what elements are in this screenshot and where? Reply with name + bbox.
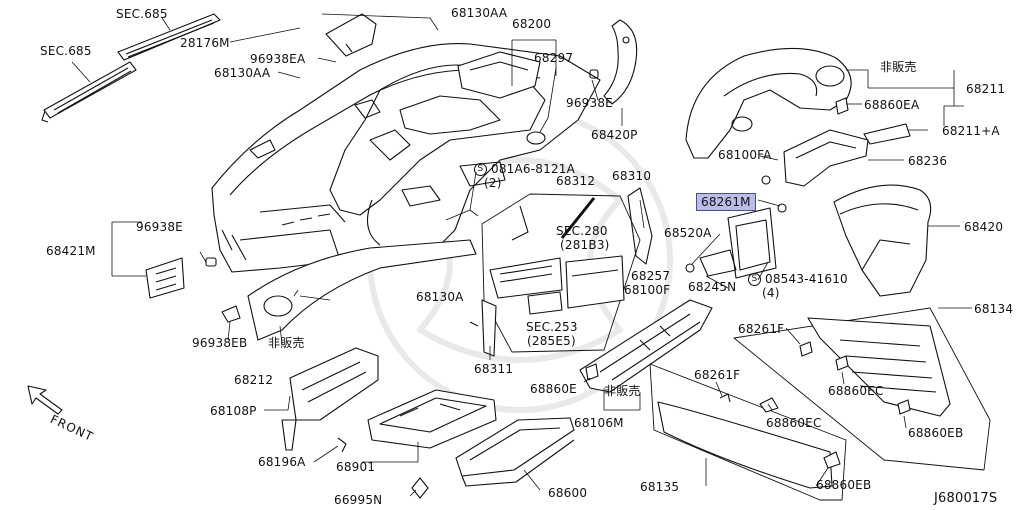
label-sec280-sub: (281B3) (560, 238, 610, 252)
label-96938EB: 96938EB (192, 336, 248, 350)
label-68860EA: 68860EA (864, 98, 920, 112)
cluster-bracket-68236 (761, 129, 869, 187)
label-not-for-sale-2: 非販売 (604, 384, 641, 398)
trim-68200 (457, 51, 541, 99)
label-68312: 68312 (556, 174, 596, 188)
finisher-68261M (685, 203, 787, 279)
label-sec253: SEC.253 (526, 320, 578, 334)
label-68421M: 68421M (46, 244, 96, 258)
label-68211: 68211 (966, 82, 1006, 96)
clip-66995N (411, 477, 429, 499)
label-66995N: 66995N (334, 493, 383, 507)
bracket-68311 (481, 299, 497, 357)
front-arrow-icon (27, 385, 63, 415)
label-68420: 68420 (964, 220, 1004, 234)
label-68297: 68297 (534, 51, 574, 65)
clip-68860EA (835, 97, 849, 115)
leader-lines (71, 13, 972, 497)
label-68901: 68901 (336, 460, 376, 474)
clip-96938E (205, 257, 217, 267)
label-68236: 68236 (908, 154, 948, 168)
clip-96938EB (221, 305, 241, 323)
glovebox-frame-68901 (367, 389, 497, 449)
label-68310: 68310 (612, 169, 652, 183)
trim-68211A (863, 123, 911, 145)
label-081A6-qty: (2) (484, 176, 502, 190)
label-96938E-left: 96938E (136, 220, 183, 234)
label-68311: 68311 (474, 362, 514, 376)
label-68420P: 68420P (591, 128, 638, 142)
label-68261F-low: 68261F (694, 368, 741, 382)
label-68860EB-low: 68860EB (816, 478, 872, 492)
label-96938EA: 96938EA (250, 52, 306, 66)
label-68134: 68134 (974, 302, 1014, 316)
console-bracket-68106M (579, 299, 713, 393)
label-68196A: 68196A (258, 455, 306, 469)
label-68106M: 68106M (574, 416, 624, 430)
bracket-68108P (281, 347, 379, 451)
label-081A6: S 081A6-8121A (474, 162, 575, 176)
cluster-lid-68211 (685, 47, 852, 159)
label-sec280: SEC.280 (556, 224, 608, 238)
label-68860EC-right: 68860EC (828, 384, 884, 398)
cover-68420 (833, 184, 932, 297)
label-68130A: 68130A (416, 290, 464, 304)
clip-68311 (469, 321, 479, 327)
screw-symbol-icon: S (474, 163, 487, 176)
label-68860EB-right: 68860EB (908, 426, 964, 440)
defroster-vent-left (41, 61, 137, 123)
label-08543: S 08543-41610 (748, 272, 848, 286)
label-68520A: 68520A (664, 226, 712, 240)
center-cluster-box (481, 193, 641, 353)
label-96938E-mid: 96938E (566, 96, 613, 110)
screw-symbol-icon: S (748, 273, 761, 286)
label-68860EC-low: 68860EC (766, 416, 822, 430)
glovebox-lid-68600 (455, 417, 575, 487)
label-081A6-text: 081A6-8121A (491, 162, 576, 176)
side-panel-68134 (733, 307, 991, 471)
label-not-for-sale-1: 非販売 (268, 336, 305, 350)
defroster-vent-top (117, 13, 221, 61)
label-68860E: 68860E (530, 382, 577, 396)
label-68200: 68200 (512, 17, 552, 31)
clip-68860E (585, 363, 599, 381)
diagram-code: J680017S (934, 491, 998, 506)
label-08543-qty: (4) (762, 286, 780, 300)
bracket-68310 (627, 187, 653, 265)
strip-68312 (560, 197, 596, 239)
label-68135: 68135 (640, 480, 680, 494)
label-sec253-sub: (285E5) (527, 334, 576, 348)
bracket-68420P (589, 19, 638, 105)
label-68100F: 68100F (624, 283, 671, 297)
label-68130AA-left: 68130AA (214, 66, 271, 80)
label-not-for-sale-3: 非販売 (880, 60, 917, 74)
lower-finisher-68212 (247, 239, 477, 341)
label-08543-text: 08543-41610 (765, 272, 848, 286)
instrument-panel (211, 43, 601, 279)
label-68261M-highlighted[interactable]: 68261M (696, 193, 756, 211)
clip-68297 (526, 131, 546, 145)
label-68257: 68257 (631, 269, 671, 283)
label-68108P: 68108P (210, 404, 257, 418)
label-68261F-right: 68261F (738, 322, 785, 336)
label-28176M: 28176M (180, 36, 230, 50)
speaker-grille-part (325, 13, 377, 57)
label-68100FA: 68100FA (718, 148, 772, 162)
label-68212: 68212 (234, 373, 274, 387)
label-sec685-left: SEC.685 (40, 44, 92, 58)
label-68245N: 68245N (688, 280, 737, 294)
label-68211A: 68211+A (942, 124, 1000, 138)
lower-cover-68135 (649, 363, 847, 501)
side-vent-68421M (145, 257, 185, 299)
label-68130AA-top: 68130AA (451, 6, 508, 20)
clip-68196A (337, 437, 347, 453)
label-sec685-top: SEC.685 (116, 7, 168, 21)
label-68600: 68600 (548, 486, 588, 500)
